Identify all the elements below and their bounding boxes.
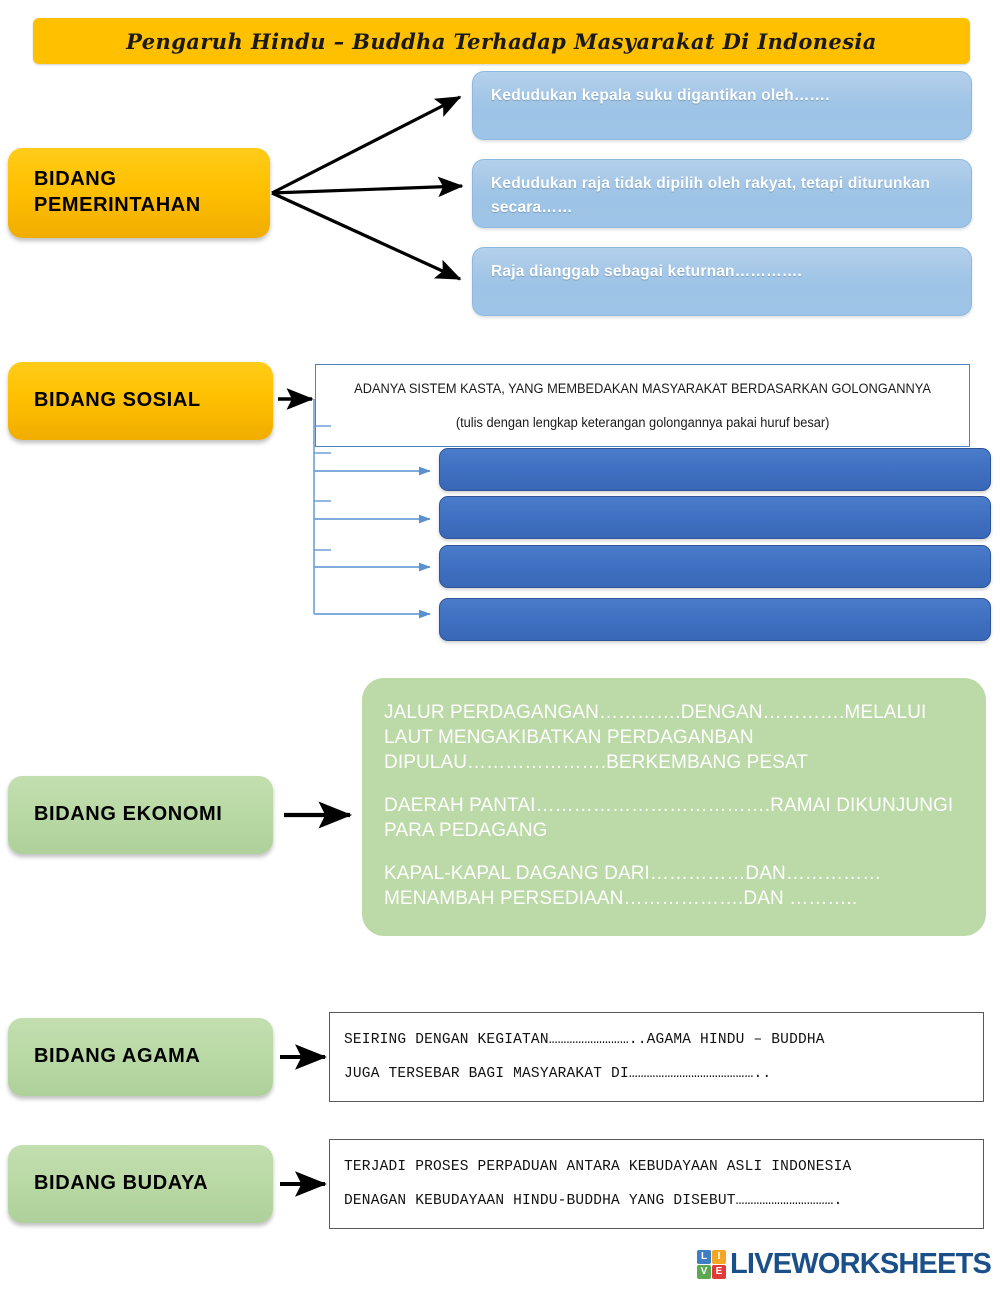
agama-line-1: SEIRING DENGAN KEGIATAN………………………..AGAMA … [344, 1032, 825, 1048]
ekonomi-paragraph-2: DAERAH PANTAI……………………………….RAMAI DIKUNJUN… [384, 795, 954, 842]
agama-content-box[interactable]: SEIRING DENGAN KEGIATAN………………………..AGAMA … [329, 1012, 984, 1102]
ekonomi-paragraph-3: KAPAL-KAPAL DAGANG DARI……………DAN……………MENA… [384, 863, 882, 910]
answer-box-pemerintahan-1-text: Kedudukan kepala suku digantikan oleh……. [491, 87, 830, 104]
answer-box-pemerintahan-2-text: Kedudukan raja tidak dipilih oleh rakyat… [491, 175, 930, 217]
label-bidang-budaya: BIDANG BUDAYA [8, 1145, 273, 1223]
label-bidang-agama-text: BIDANG AGAMA [34, 1045, 201, 1068]
sosial-statement-line-2: (tulis dengan lengkap keterangan golonga… [455, 415, 830, 431]
answer-bar-sosial-2[interactable] [439, 496, 991, 539]
arrow-pemerintahan-2 [271, 176, 464, 198]
logo-tile-e: E [712, 1265, 726, 1279]
arrow-pemerintahan-group [271, 95, 464, 281]
answer-box-pemerintahan-1[interactable]: Kedudukan kepala suku digantikan oleh……. [472, 71, 972, 140]
label-bidang-pemerintahan: BIDANG PEMERINTAHAN [8, 148, 270, 238]
ekonomi-content-box[interactable]: JALUR PERDAGANGAN………….DENGAN………….MELALUI… [362, 678, 986, 936]
sosial-statement-line-1: ADANYA SISTEM KASTA, YANG MEMBEDAKAN MAS… [354, 380, 931, 396]
answer-box-pemerintahan-2[interactable]: Kedudukan raja tidak dipilih oleh rakyat… [472, 159, 972, 228]
label-line-1: BIDANG [34, 168, 117, 191]
liveworksheets-logo[interactable]: L I V E LIVEWORKSHEETS [697, 1248, 992, 1281]
arrow-pemerintahan-1 [271, 95, 462, 195]
label-bidang-ekonomi-text: BIDANG EKONOMI [34, 803, 223, 826]
answer-bar-sosial-4[interactable] [439, 598, 991, 641]
answer-bar-sosial-1[interactable] [439, 448, 991, 491]
liveworksheets-logo-tiles: L I V E [697, 1250, 726, 1279]
ekonomi-paragraph-1: JALUR PERDAGANGAN………….DENGAN………….MELALUI… [384, 702, 927, 774]
label-bidang-budaya-text: BIDANG BUDAYA [34, 1172, 209, 1195]
logo-tile-l: L [697, 1250, 711, 1264]
label-bidang-ekonomi: BIDANG EKONOMI [8, 776, 273, 854]
worksheet-title-banner: Pengaruh Hindu – Buddha Terhadap Masyara… [33, 18, 970, 64]
label-bidang-sosial-text: BIDANG SOSIAL [34, 389, 201, 412]
answer-bar-sosial-3[interactable] [439, 545, 991, 588]
label-bidang-agama: BIDANG AGAMA [8, 1018, 273, 1096]
label-bidang-sosial: BIDANG SOSIAL [8, 362, 273, 440]
budaya-content-box[interactable]: TERJADI PROSES PERPADUAN ANTARA KEBUDAYA… [329, 1139, 984, 1229]
answer-box-pemerintahan-3[interactable]: Raja dianggab sebagai keturnan…………. [472, 247, 972, 316]
answer-box-pemerintahan-3-text: Raja dianggab sebagai keturnan…………. [491, 263, 803, 280]
budaya-line-1: TERJADI PROSES PERPADUAN ANTARA KEBUDAYA… [344, 1159, 852, 1175]
page-title: Pengaruh Hindu – Buddha Terhadap Masyara… [126, 28, 877, 54]
label-line-2: PEMERINTAHAN [34, 194, 201, 216]
arrow-pemerintahan-3 [271, 191, 462, 281]
budaya-line-2: DENAGAN KEBUDAYAAN HINDU-BUDDHA YANG DIS… [344, 1193, 843, 1209]
sosial-statement-box: ADANYA SISTEM KASTA, YANG MEMBEDAKAN MAS… [315, 364, 970, 447]
liveworksheets-logo-text: LIVEWORKSHEETS [730, 1248, 992, 1280]
logo-tile-v: V [697, 1265, 711, 1279]
agama-line-2: JUGA TERSEBAR BAGI MASYARAKAT DI……………………… [344, 1066, 772, 1082]
logo-tile-i: I [712, 1250, 726, 1264]
label-bidang-pemerintahan-text: BIDANG PEMERINTAHAN [34, 167, 201, 218]
